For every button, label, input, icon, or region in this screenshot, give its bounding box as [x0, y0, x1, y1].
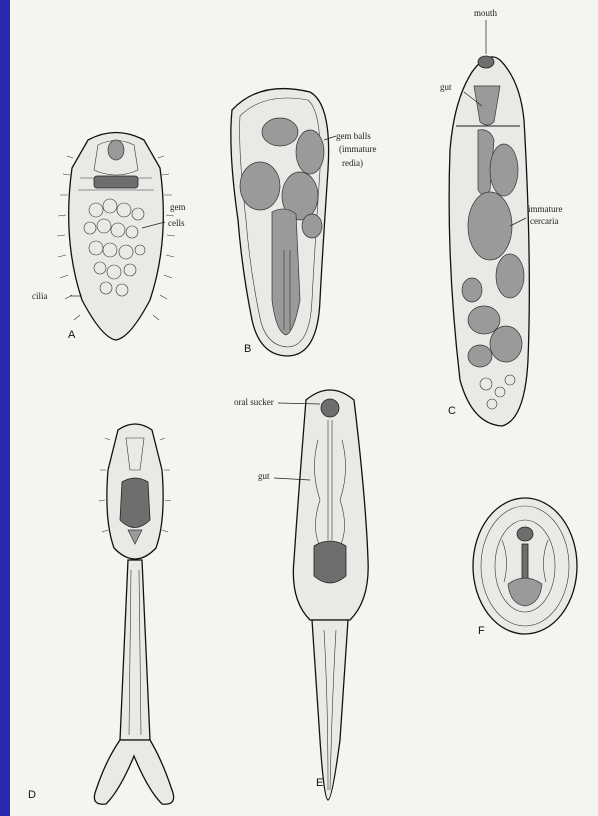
stage-letter-b: B	[244, 343, 251, 355]
trematode-life-stages-diagram: gem cells cilia A gem balls (immature re…	[10, 0, 598, 816]
stage-b-sporocyst: gem balls (immature redia) B	[231, 89, 377, 356]
label-immature: (immature	[339, 144, 377, 154]
label-gem-balls: gem balls	[336, 131, 371, 141]
label-gem: gem	[170, 202, 186, 212]
stage-letter-a: A	[68, 329, 76, 341]
label-immature-c: immature	[528, 204, 563, 214]
stage-letter-e: E	[316, 777, 323, 789]
stage-c-redia: mouth gut immature cercaria C	[440, 8, 563, 426]
label-cercaria: cercaria	[530, 216, 558, 226]
stage-d-cercaria: D	[28, 424, 174, 804]
stage-f-metacercaria: F	[473, 498, 577, 637]
stage-letter-f: F	[478, 625, 485, 637]
stage-letter-c: C	[448, 405, 456, 417]
label-cells: cells	[168, 218, 185, 228]
stage-a-miracidium: gem cells cilia A	[32, 133, 186, 342]
label-cilia: cilia	[32, 291, 48, 301]
label-oral-sucker: oral sucker	[234, 397, 274, 407]
label-gut-c: gut	[440, 82, 452, 92]
illustration-plate: gem cells cilia A gem balls (immature re…	[10, 0, 598, 816]
label-mouth: mouth	[474, 8, 498, 18]
stage-e-cercaria: oral sucker gut E	[234, 390, 368, 800]
label-redia: redia)	[342, 158, 363, 168]
label-gut-e: gut	[258, 471, 270, 481]
stage-letter-d: D	[28, 789, 36, 801]
